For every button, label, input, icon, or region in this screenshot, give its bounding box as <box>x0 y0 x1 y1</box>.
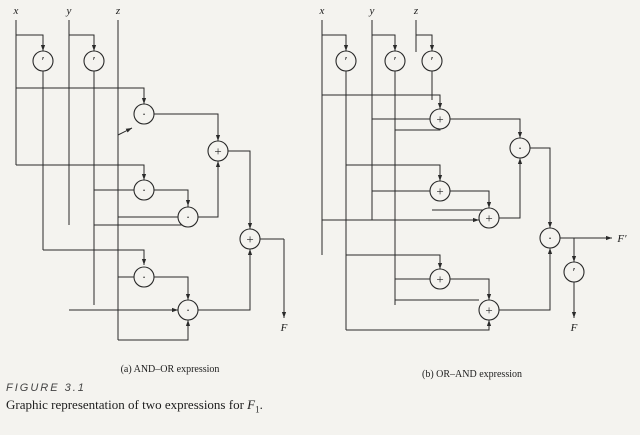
figure-diagram: x y z <box>13 5 628 380</box>
svg-text:+: + <box>436 272 443 287</box>
input-z-label-b: z <box>413 5 419 17</box>
svg-text:+: + <box>246 232 253 247</box>
and-node-5: · <box>177 299 199 321</box>
svg-text:·: · <box>518 141 522 156</box>
and-node-2: · <box>133 179 155 201</box>
not-node-y: ′ <box>83 50 105 72</box>
input-y-label: y <box>66 5 72 17</box>
svg-text:+: + <box>436 184 443 199</box>
svg-text:′: ′ <box>93 54 96 69</box>
input-z-label: z <box>115 5 121 17</box>
svg-text:·: · <box>142 183 146 198</box>
svg-text:+: + <box>485 303 492 318</box>
or-node-1: + <box>207 140 229 162</box>
svg-text:+: + <box>485 211 492 226</box>
figure-label: FIGURE 3.1 <box>6 382 86 394</box>
svg-text:·: · <box>548 231 552 246</box>
caption-a: (a) AND–OR expression <box>121 364 220 375</box>
input-x-label-b: x <box>319 5 325 17</box>
svg-text:′: ′ <box>394 54 397 69</box>
not-node-y-b: ′ <box>384 50 406 72</box>
svg-text:·: · <box>186 303 190 318</box>
svg-text:·: · <box>142 107 146 122</box>
and-node-b1: · <box>509 137 531 159</box>
caption-b: (b) OR–AND expression <box>422 369 522 380</box>
output-f-label-b: F <box>570 322 578 334</box>
svg-text:′: ′ <box>573 265 576 280</box>
diagram-a: x y z <box>13 5 288 375</box>
svg-text:·: · <box>186 210 190 225</box>
or-node-b1: + <box>429 108 451 130</box>
svg-text:+: + <box>214 144 221 159</box>
svg-text:+: + <box>436 112 443 127</box>
and-node-b-final: · <box>539 227 561 249</box>
and-node-4: · <box>133 266 155 288</box>
svg-text:′: ′ <box>42 54 45 69</box>
svg-text:·: · <box>142 270 146 285</box>
input-x-label: x <box>13 5 19 17</box>
output-f-label: F <box>280 322 288 334</box>
and-node-3: · <box>177 206 199 228</box>
diagram-b: x y z <box>319 5 628 380</box>
and-node-1: · <box>133 103 155 125</box>
or-node-final: + <box>239 228 261 250</box>
or-node-b3: + <box>478 207 500 229</box>
input-y-label-b: y <box>369 5 375 17</box>
or-node-b5: + <box>478 299 500 321</box>
not-node-z-b: ′ <box>421 50 443 72</box>
not-node-x-b: ′ <box>335 50 357 72</box>
or-node-b4: + <box>429 268 451 290</box>
svg-text:′: ′ <box>431 54 434 69</box>
svg-text:′: ′ <box>345 54 348 69</box>
output-f-prime-label: F′ <box>616 233 627 245</box>
or-node-b2: + <box>429 180 451 202</box>
not-node-output-b: ′ <box>563 261 585 283</box>
figure-caption: Graphic representation of two expression… <box>6 397 263 415</box>
not-node-x: ′ <box>32 50 54 72</box>
